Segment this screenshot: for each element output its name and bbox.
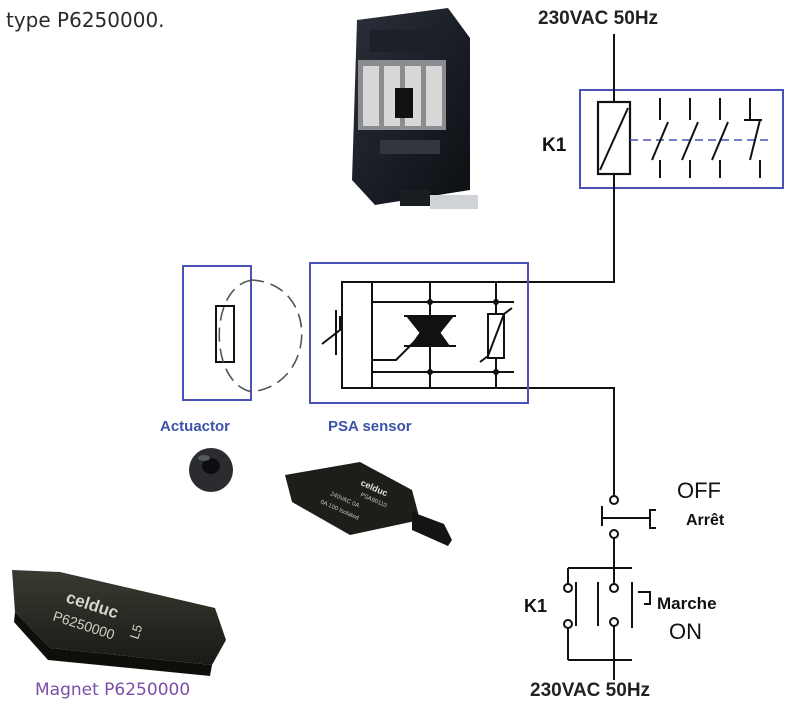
psa-sensor-photo: 240VAC 0A 0A 100 Isolated celduc PSA9011…: [285, 462, 452, 546]
relay-k1-box: [579, 89, 784, 189]
intro-text: type P6250000.: [6, 8, 165, 32]
ring-magnet-photo: [189, 448, 233, 492]
psa-sensor-box: [309, 262, 529, 404]
supply-bottom-label: 230VAC 50Hz: [530, 680, 651, 701]
arret-label: Arrêt: [686, 512, 725, 529]
marche-label: Marche: [657, 594, 717, 613]
magnetic-field-right: [249, 279, 303, 393]
psa-sensor-label: PSA sensor: [328, 418, 412, 435]
k1-contact-label: K1: [524, 596, 548, 616]
relay-k1-label: K1: [542, 135, 567, 156]
magnetic-field-left: [218, 279, 254, 393]
on-button-symbol: [563, 567, 651, 680]
magnet-print-mark: L5: [127, 623, 146, 641]
magnet-caption: Magnet P6250000: [35, 680, 191, 700]
relay-contacts: [651, 98, 762, 178]
junction-dots: [427, 299, 499, 375]
actuator-box: [182, 265, 252, 401]
actuator-magnet-symbol: [215, 305, 235, 363]
magnet-photo: celduc P6250000 L5: [12, 570, 226, 676]
actuator-label: Actuactor: [160, 418, 231, 435]
triac-symbol: [404, 315, 456, 347]
contactor-photo: [352, 8, 478, 209]
off-button-symbol: [601, 488, 656, 568]
supply-top-label: 230VAC 50Hz: [538, 8, 659, 29]
off-label: OFF: [677, 478, 721, 503]
on-label: ON: [669, 619, 702, 644]
